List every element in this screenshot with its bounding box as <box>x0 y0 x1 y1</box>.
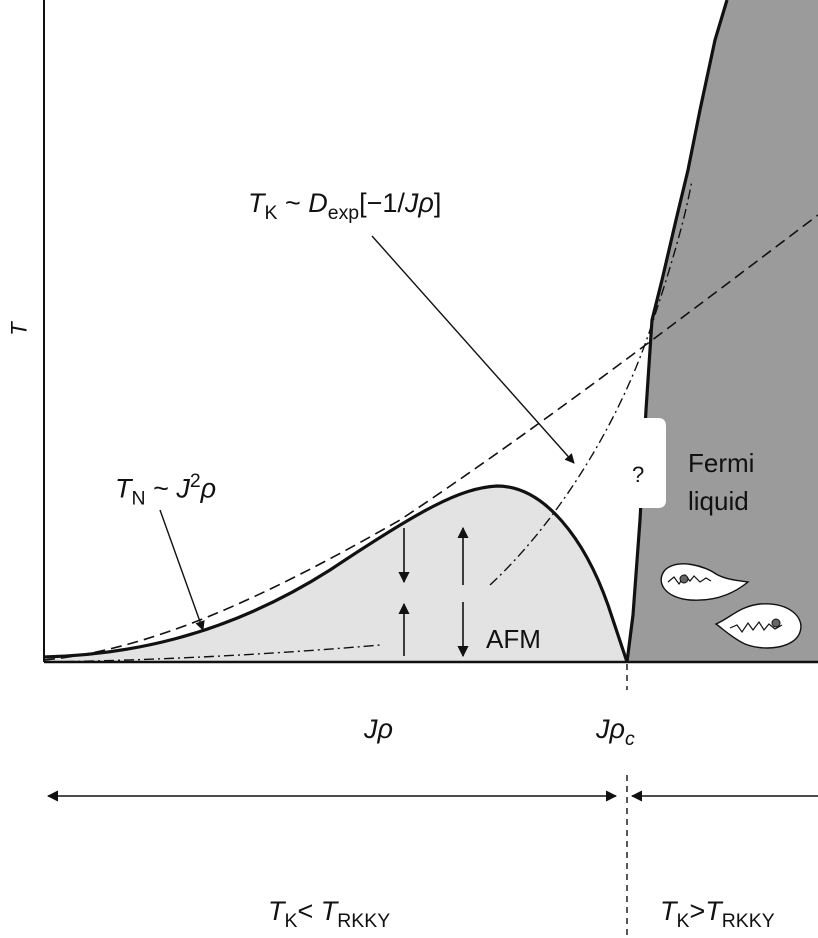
unknown-region-bubble <box>628 418 666 508</box>
kondo-temperature-label: TK ~ Dexp[−1/Jρ] <box>248 190 441 223</box>
kondo-bracket-open: [−1/ <box>359 188 405 218</box>
kondo-dashdot-curve-low <box>43 644 381 663</box>
afm-boundary-curve <box>43 484 629 663</box>
kondo-J: J <box>404 188 419 218</box>
quasiparticle-1 <box>660 563 750 601</box>
neel-T: T <box>115 473 132 504</box>
neel-rho: ρ <box>200 473 217 504</box>
kondo-dashdot-curve-high <box>489 179 693 586</box>
fermi-liquid-region <box>627 0 818 662</box>
critical-sub: c <box>624 727 635 750</box>
fermi-liquid-label-line2: liquid <box>688 486 749 516</box>
left-T2: T <box>320 896 338 926</box>
neel-J: J <box>176 473 190 504</box>
left-T1: T <box>268 896 285 926</box>
right-T2: T <box>705 896 722 926</box>
neel-pointer <box>159 509 205 631</box>
left-regime-label: TK< TRKKY <box>268 898 390 931</box>
neel-tilde: ~ <box>153 473 169 504</box>
right-T1: T <box>660 896 677 926</box>
right-T2-sub: RKKY <box>721 909 775 932</box>
kondo-tilde: ~ <box>284 188 301 218</box>
kondo-D-sub: exp <box>327 201 360 224</box>
critical-rho: ρ <box>609 714 625 744</box>
afm-region <box>44 486 627 662</box>
kondo-T: T <box>248 188 265 218</box>
right-op: > <box>689 896 706 926</box>
x-axis-rho: ρ <box>377 714 393 744</box>
critical-J: J <box>596 714 610 744</box>
right-regime-label: TK>TRKKY <box>660 898 775 931</box>
left-op: < <box>297 896 314 926</box>
x-axis-label: Jρ <box>364 716 393 743</box>
kondo-rho: ρ <box>418 188 434 218</box>
unknown-label: ? <box>632 462 645 487</box>
kondo-D: D <box>308 188 328 218</box>
kondo-pointer <box>371 235 575 464</box>
neel-T-sub: N <box>131 487 146 510</box>
critical-point-label: Jρc <box>596 716 635 749</box>
neel-temperature-label: TN ~ J2ρ <box>115 470 217 510</box>
y-axis-label-text: T <box>6 322 32 336</box>
fermi-liquid-boundary <box>625 0 729 663</box>
x-axis-J: J <box>364 714 378 744</box>
left-T2-sub: RKKY <box>337 909 391 932</box>
right-T1-sub: K <box>676 909 690 932</box>
y-axis-label: T <box>6 322 32 336</box>
neel-sup: 2 <box>189 470 201 492</box>
kondo-T-sub: K <box>264 201 278 224</box>
afm-label: AFM <box>486 624 541 654</box>
kondo-bracket-close: ] <box>433 188 442 218</box>
left-T1-sub: K <box>284 909 298 932</box>
fermi-liquid-label-line1: Fermi <box>688 448 755 478</box>
quasiparticle-2 <box>714 603 802 649</box>
neel-dashed-curve <box>43 214 818 661</box>
